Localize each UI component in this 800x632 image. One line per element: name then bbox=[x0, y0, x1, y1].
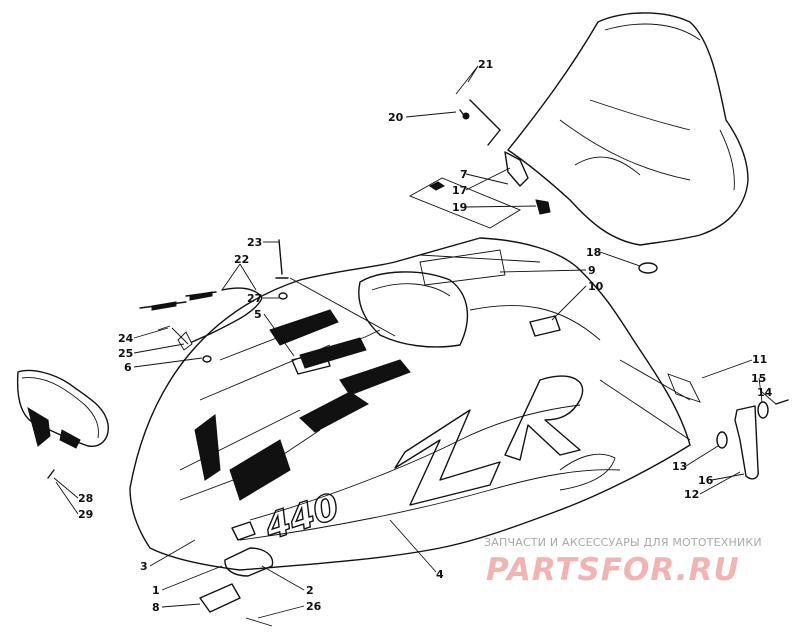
callout-17: 17 bbox=[452, 184, 467, 197]
callout-25: 25 bbox=[118, 347, 133, 360]
callout-2: 2 bbox=[306, 584, 314, 597]
windshield-hardware bbox=[459, 99, 551, 215]
callout-1: 1 bbox=[152, 584, 160, 597]
callout-9: 9 bbox=[588, 264, 596, 277]
hood-decal-model-text: 440 bbox=[259, 486, 344, 549]
callout-6: 6 bbox=[124, 361, 132, 374]
callout-23: 23 bbox=[247, 236, 262, 249]
bracket-8 bbox=[199, 583, 241, 613]
callout-21: 21 bbox=[478, 58, 493, 71]
front-bumper bbox=[16, 369, 109, 479]
callout-12: 12 bbox=[684, 488, 699, 501]
hood bbox=[129, 237, 691, 577]
callout-24: 24 bbox=[118, 332, 134, 345]
callout-11: 11 bbox=[752, 353, 767, 366]
callout-5: 5 bbox=[254, 308, 262, 321]
callout-28: 28 bbox=[78, 492, 93, 505]
callout-16: 16 bbox=[698, 474, 714, 487]
watermark-caption: ЗАПЧАСТИ И АКСЕССУАРЫ ДЛЯ МОТОТЕХНИКИ bbox=[484, 536, 762, 549]
callout-3: 3 bbox=[140, 560, 148, 573]
callout-4: 4 bbox=[436, 568, 444, 581]
side-latch-hardware bbox=[667, 373, 789, 480]
callout-7: 7 bbox=[460, 168, 468, 181]
callout-numbers: 21 20 7 17 19 18 9 10 23 22 27 5 24 25 6… bbox=[78, 58, 773, 614]
callout-14: 14 bbox=[757, 386, 773, 399]
callout-13: 13 bbox=[672, 460, 687, 473]
callout-29: 29 bbox=[78, 508, 93, 521]
callout-15: 15 bbox=[751, 372, 766, 385]
hood-straps bbox=[139, 239, 396, 363]
callout-18: 18 bbox=[586, 246, 601, 259]
windshield-decal-7 bbox=[408, 177, 522, 229]
watermark-logo: PARTSFOR.RU bbox=[486, 552, 740, 588]
callout-27: 27 bbox=[247, 292, 262, 305]
callout-22: 22 bbox=[234, 253, 249, 266]
grommet-18 bbox=[638, 262, 658, 274]
bolt-26 bbox=[245, 617, 273, 627]
leader-lines bbox=[53, 65, 777, 619]
callout-20: 20 bbox=[388, 111, 404, 124]
callout-19: 19 bbox=[452, 201, 467, 214]
callout-8: 8 bbox=[152, 601, 160, 614]
callout-10: 10 bbox=[588, 280, 604, 293]
windshield bbox=[507, 12, 749, 246]
callout-26: 26 bbox=[306, 600, 322, 613]
